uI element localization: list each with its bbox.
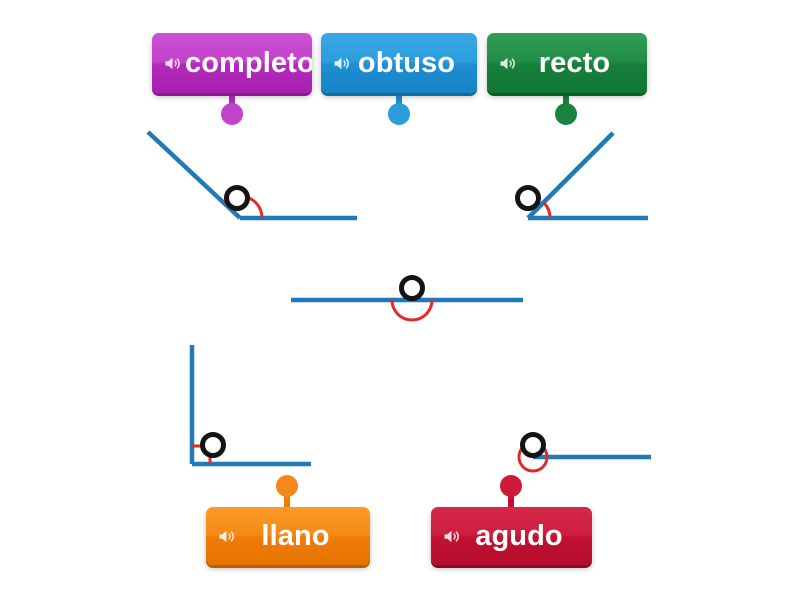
- label-tile-recto[interactable]: recto: [487, 33, 647, 93]
- speaker-icon[interactable]: [497, 53, 518, 74]
- connector-knob-llano[interactable]: [276, 475, 298, 497]
- label-tile-obtuso[interactable]: obtuso: [321, 33, 477, 93]
- label-tile-text-llano: llano: [261, 519, 330, 552]
- speaker-icon[interactable]: [216, 526, 237, 547]
- connector-knob-completo[interactable]: [221, 103, 243, 125]
- angulo-obtuso[interactable]: [146, 130, 357, 221]
- connector-knob-obtuso[interactable]: [388, 103, 410, 125]
- speaker-icon[interactable]: [441, 526, 462, 547]
- label-tile-text-recto: recto: [538, 46, 611, 79]
- connector-knob-agudo[interactable]: [500, 475, 522, 497]
- angulo-agudo-arc: [542, 201, 552, 219]
- label-tile-text-completo: completo: [185, 46, 312, 79]
- connector-stalk-obtuso: [396, 93, 402, 111]
- angulo-agudo-ray-2: [526, 131, 615, 220]
- angulo-obtuso-drop-target[interactable]: [224, 185, 250, 211]
- connector-stalk-recto: [563, 93, 569, 111]
- label-tile-text-obtuso: obtuso: [357, 46, 456, 79]
- connector-stalk-completo: [229, 93, 235, 111]
- angulo-recto[interactable]: [189, 345, 311, 467]
- connector-knob-recto[interactable]: [555, 103, 577, 125]
- angulo-agudo[interactable]: [515, 131, 649, 221]
- angulo-completo[interactable]: [517, 432, 651, 473]
- speaker-icon[interactable]: [331, 53, 352, 74]
- angulo-recto-drop-target[interactable]: [200, 432, 226, 458]
- angulo-llano-arc: [390, 299, 434, 322]
- angulo-llano-drop-target[interactable]: [399, 275, 425, 301]
- angulo-completo-drop-target[interactable]: [520, 432, 546, 458]
- angulo-obtuso-ray-2: [146, 130, 242, 220]
- speaker-icon[interactable]: [162, 53, 183, 74]
- label-tile-agudo[interactable]: agudo: [431, 507, 592, 565]
- connector-stalk-llano: [284, 492, 290, 510]
- angulo-llano[interactable]: [291, 275, 523, 322]
- angulo-agudo-drop-target[interactable]: [515, 185, 541, 211]
- connector-stalk-agudo: [508, 492, 514, 510]
- label-tile-llano[interactable]: llano: [206, 507, 370, 565]
- label-tile-text-agudo: agudo: [475, 519, 563, 552]
- label-tile-completo[interactable]: completo: [152, 33, 312, 93]
